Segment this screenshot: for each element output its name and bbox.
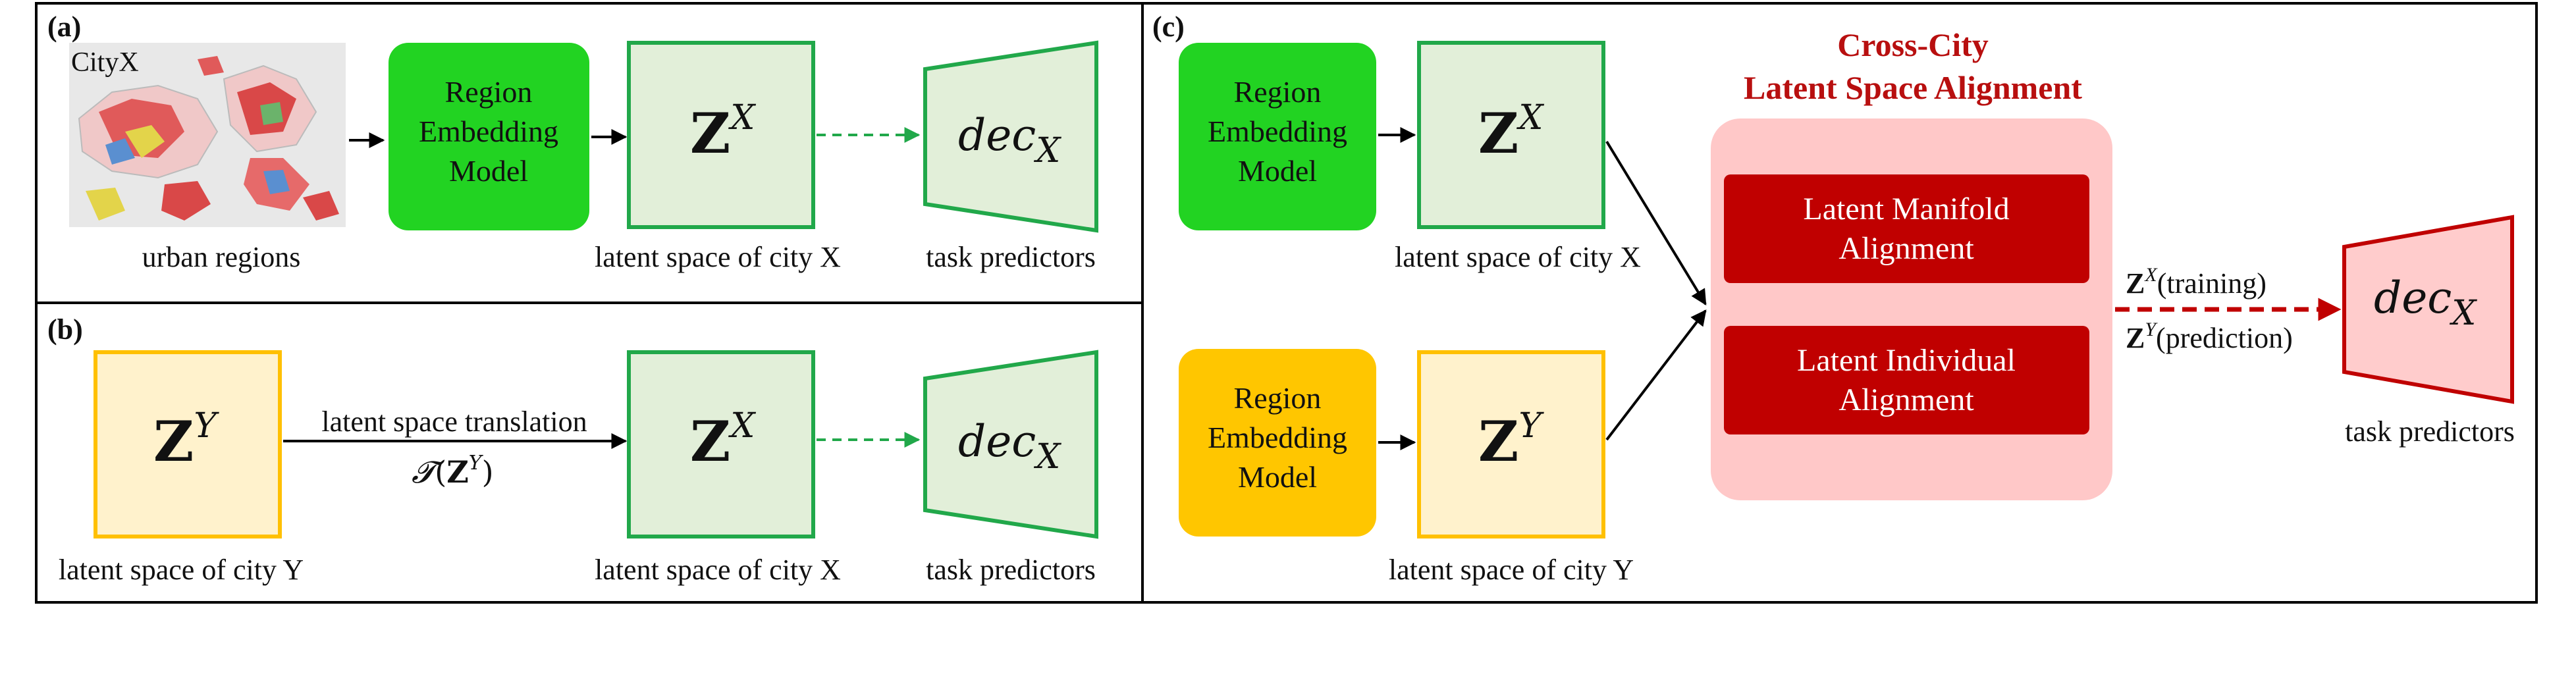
- translation-label: latent space translation: [321, 406, 587, 438]
- alignment-title-line-2: Latent Space Alignment: [1744, 69, 2082, 106]
- latent-y-caption: latent space of city Y: [59, 554, 304, 586]
- alignment-title-line-1: Cross-City: [1837, 26, 1989, 63]
- region-embedding-model-bottom: [1179, 349, 1376, 537]
- decoder-trapezoid: [923, 350, 1098, 539]
- latent-space-y: [1417, 350, 1605, 538]
- latent-x-caption: latent space of city X: [1395, 241, 1641, 273]
- manifold-line-2: Alignment: [1838, 231, 1974, 266]
- embed-line-2: Embedding: [419, 115, 558, 148]
- decoder-caption: task predictors: [926, 241, 1096, 273]
- panel-c: (c) Region Embedding Model ZX latent spa…: [1152, 11, 2515, 586]
- latent-y-symbol: ZY: [1478, 406, 1544, 474]
- latent-space-x: [627, 41, 815, 229]
- decoder-caption: task predictors: [926, 554, 1096, 586]
- latent-x-symbol: ZX: [690, 98, 756, 166]
- embed-bottom-line-2: Embedding: [1208, 421, 1347, 454]
- region-embedding-model-top: [1179, 43, 1376, 230]
- embed-top-line-2: Embedding: [1208, 115, 1347, 148]
- training-label: ZX(training): [2126, 264, 2267, 300]
- panel-c-border: [1141, 2, 2538, 604]
- arrow-right-icon: [1605, 309, 1707, 441]
- panel-a: (a) CityX urban regions Region Embedding…: [47, 11, 1098, 273]
- panel-c-tag: (c): [1152, 11, 1185, 43]
- latent-space-y: [94, 350, 282, 538]
- panel-b: (b) ZY latent space of city Y latent spa…: [47, 313, 1098, 586]
- latent-x-symbol: ZX: [690, 406, 756, 474]
- latent-individual-alignment: [1724, 326, 2089, 434]
- map-label: CityX: [71, 47, 139, 78]
- latent-x-caption: latent space of city X: [595, 241, 841, 273]
- embed-bottom-line-3: Model: [1238, 460, 1317, 494]
- individual-line-2: Alignment: [1838, 382, 1974, 417]
- latent-x-caption: latent space of city X: [595, 554, 841, 586]
- decoder-label: decX: [2374, 273, 2477, 333]
- region-embedding-model: [389, 43, 589, 230]
- city-map-image: [69, 43, 346, 227]
- arrow-right-icon: [1605, 140, 1707, 306]
- embed-top-line-1: Region: [1234, 75, 1322, 109]
- latent-y-symbol: ZY: [153, 406, 219, 474]
- decoder-trapezoid: [2342, 215, 2514, 404]
- latent-space-x: [627, 350, 815, 538]
- embed-line-1: Region: [445, 75, 533, 109]
- latent-manifold-alignment: [1724, 174, 2089, 283]
- latent-x-symbol: ZX: [1478, 98, 1544, 166]
- latent-space-x: [1417, 41, 1605, 229]
- embed-bottom-line-1: Region: [1234, 381, 1322, 415]
- individual-line-1: Latent Individual: [1797, 343, 2016, 378]
- embed-line-3: Model: [449, 154, 528, 188]
- decoder-trapezoid: [923, 40, 1098, 233]
- prediction-label: ZY(prediction): [2126, 319, 2293, 354]
- decoder-caption: task predictors: [2345, 415, 2515, 448]
- manifold-line-1: Latent Manifold: [1803, 192, 2009, 226]
- translation-fn: 𝓣(ZY): [412, 452, 494, 490]
- panel-b-tag: (b): [47, 313, 83, 346]
- map-caption: urban regions: [142, 241, 301, 273]
- decoder-label: decX: [958, 416, 1061, 477]
- panel-a-tag: (a): [47, 11, 81, 43]
- latent-y-caption: latent space of city Y: [1389, 554, 1634, 586]
- embed-top-line-3: Model: [1238, 154, 1317, 188]
- decoder-label: decX: [958, 110, 1061, 170]
